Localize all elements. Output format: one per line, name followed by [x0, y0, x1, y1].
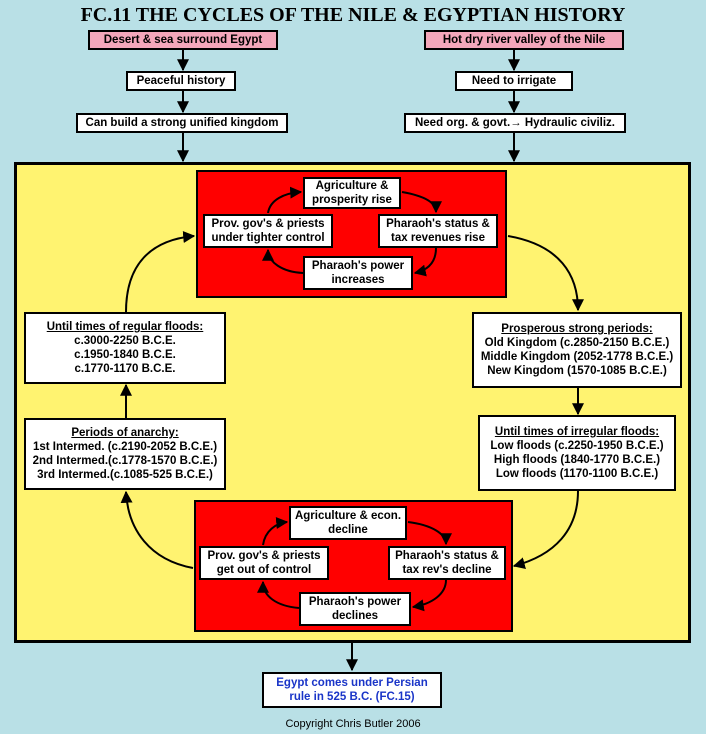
- arrow-upper-power-to-prov: [262, 248, 304, 274]
- lower-agri-box: Agriculture & econ. decline: [289, 506, 407, 540]
- arrow-upper-agri-to-status: [401, 191, 442, 214]
- desert-sea-text: Desert & sea surround Egypt: [103, 34, 263, 46]
- upper-status-box: Pharaoh's status & tax revenues rise: [378, 214, 498, 248]
- arrow-upper-to-prosperous: [507, 235, 584, 312]
- lower-prov-line2: get out of control: [216, 564, 312, 576]
- lower-power-line2: declines: [331, 610, 379, 622]
- prosperous-item: Old Kingdom (c.2850-2150 B.C.E.): [484, 337, 670, 349]
- upper-status-line1: Pharaoh's status &: [386, 218, 490, 230]
- irregular-floods-item: Low floods (1170-1100 B.C.E.): [495, 468, 659, 480]
- upper-status-line2: tax revenues rise: [391, 232, 485, 244]
- arrow-regular-to-upper: [125, 231, 196, 313]
- hot-dry-valley-box: Hot dry river valley of the Nile: [424, 30, 624, 50]
- regular-floods-heading: Until times of regular floods:: [46, 321, 204, 333]
- regular-floods-box: Until times of regular floods: c.3000-22…: [24, 312, 226, 384]
- lower-power-box: Pharaoh's power declines: [299, 592, 411, 626]
- arrow-lower-to-anarchy: [120, 490, 194, 569]
- regular-floods-item: c.1770-1170 B.C.E.: [74, 363, 176, 375]
- irregular-floods-box: Until times of irregular floods: Low flo…: [478, 415, 676, 491]
- anarchy-heading: Periods of anarchy:: [71, 427, 179, 439]
- persian-line2: rule in 525 B.C. (FC.15): [289, 691, 415, 703]
- regular-floods-item: c.3000-2250 B.C.E.: [74, 335, 176, 347]
- strong-kingdom-box: Can build a strong unified kingdom: [76, 113, 288, 133]
- need-irrigate-box: Need to irrigate: [455, 71, 573, 91]
- anarchy-box: Periods of anarchy: 1st Intermed. (c.219…: [24, 418, 226, 490]
- arrow-upper-prov-to-agri: [267, 186, 303, 214]
- copyright: Copyright Chris Butler 2006: [285, 718, 421, 730]
- upper-agri-box: Agriculture & prosperity rise: [303, 177, 401, 209]
- upper-power-line2: increases: [331, 274, 385, 286]
- upper-prov-line2: under tighter control: [211, 232, 325, 244]
- need-irrigate-text: Need to irrigate: [471, 75, 557, 87]
- arrow-lower-power-to-prov: [257, 580, 300, 609]
- prosperous-heading: Prosperous strong periods:: [501, 323, 653, 335]
- prosperous-item: Middle Kingdom (2052-1778 B.C.E.): [480, 351, 674, 363]
- anarchy-item: 1st Intermed. (c.2190-2052 B.C.E.): [32, 441, 218, 453]
- upper-prov-line1: Prov. gov's & priests: [211, 218, 325, 230]
- need-org-text: Need org. & govt.→ Hydraulic civiliz.: [414, 117, 615, 129]
- upper-prov-box: Prov. gov's & priests under tighter cont…: [203, 214, 333, 248]
- peaceful-history-box: Peaceful history: [126, 71, 236, 91]
- lower-power-line1: Pharaoh's power: [308, 596, 402, 608]
- anarchy-item: 3rd Intermed.(c.1085-525 B.C.E.): [37, 469, 213, 481]
- prosperous-item: New Kingdom (1570-1085 B.C.E.): [487, 365, 667, 377]
- persian-line1: Egypt comes under Persian: [276, 677, 428, 689]
- upper-power-line1: Pharaoh's power: [311, 260, 405, 272]
- arrow-lower-agri-to-status: [407, 521, 452, 546]
- peaceful-history-text: Peaceful history: [136, 75, 226, 87]
- lower-agri-line2: decline: [328, 524, 368, 536]
- regular-floods-item: c.1950-1840 B.C.E.: [74, 349, 176, 361]
- anarchy-item: 2nd Intermed.(c.1778-1570 B.C.E.): [32, 455, 218, 467]
- prosperous-box: Prosperous strong periods: Old Kingdom (…: [472, 312, 682, 388]
- persian-rule-link[interactable]: Egypt comes under Persian rule in 525 B.…: [262, 672, 442, 708]
- upper-agri-line1: Agriculture &: [315, 180, 389, 192]
- hot-dry-valley-text: Hot dry river valley of the Nile: [442, 34, 606, 46]
- need-org-box: Need org. & govt.→ Hydraulic civiliz.: [404, 113, 626, 133]
- irregular-floods-heading: Until times of irregular floods:: [494, 426, 660, 438]
- arrow-irregular-to-lower: [512, 490, 579, 569]
- lower-status-line2: tax rev's decline: [402, 564, 492, 576]
- arrow-upper-status-to-power: [413, 247, 437, 277]
- lower-prov-line1: Prov. gov's & priests: [207, 550, 321, 562]
- upper-power-box: Pharaoh's power increases: [303, 256, 413, 290]
- lower-prov-box: Prov. gov's & priests get out of control: [199, 546, 329, 580]
- upper-agri-line2: prosperity rise: [312, 194, 392, 206]
- lower-agri-line1: Agriculture & econ.: [294, 510, 402, 522]
- page-title: FC.11 THE CYCLES OF THE NILE & EGYPTIAN …: [80, 4, 626, 26]
- irregular-floods-item: Low floods (c.2250-1950 B.C.E.): [490, 440, 664, 452]
- lower-status-line1: Pharaoh's status &: [395, 550, 499, 562]
- strong-kingdom-text: Can build a strong unified kingdom: [85, 117, 279, 129]
- arrow-lower-prov-to-agri: [262, 517, 289, 546]
- arrow-lower-status-to-power: [411, 579, 447, 612]
- irregular-floods-item: High floods (1840-1770 B.C.E.): [493, 454, 661, 466]
- lower-status-box: Pharaoh's status & tax rev's decline: [388, 546, 506, 580]
- desert-sea-box: Desert & sea surround Egypt: [88, 30, 278, 50]
